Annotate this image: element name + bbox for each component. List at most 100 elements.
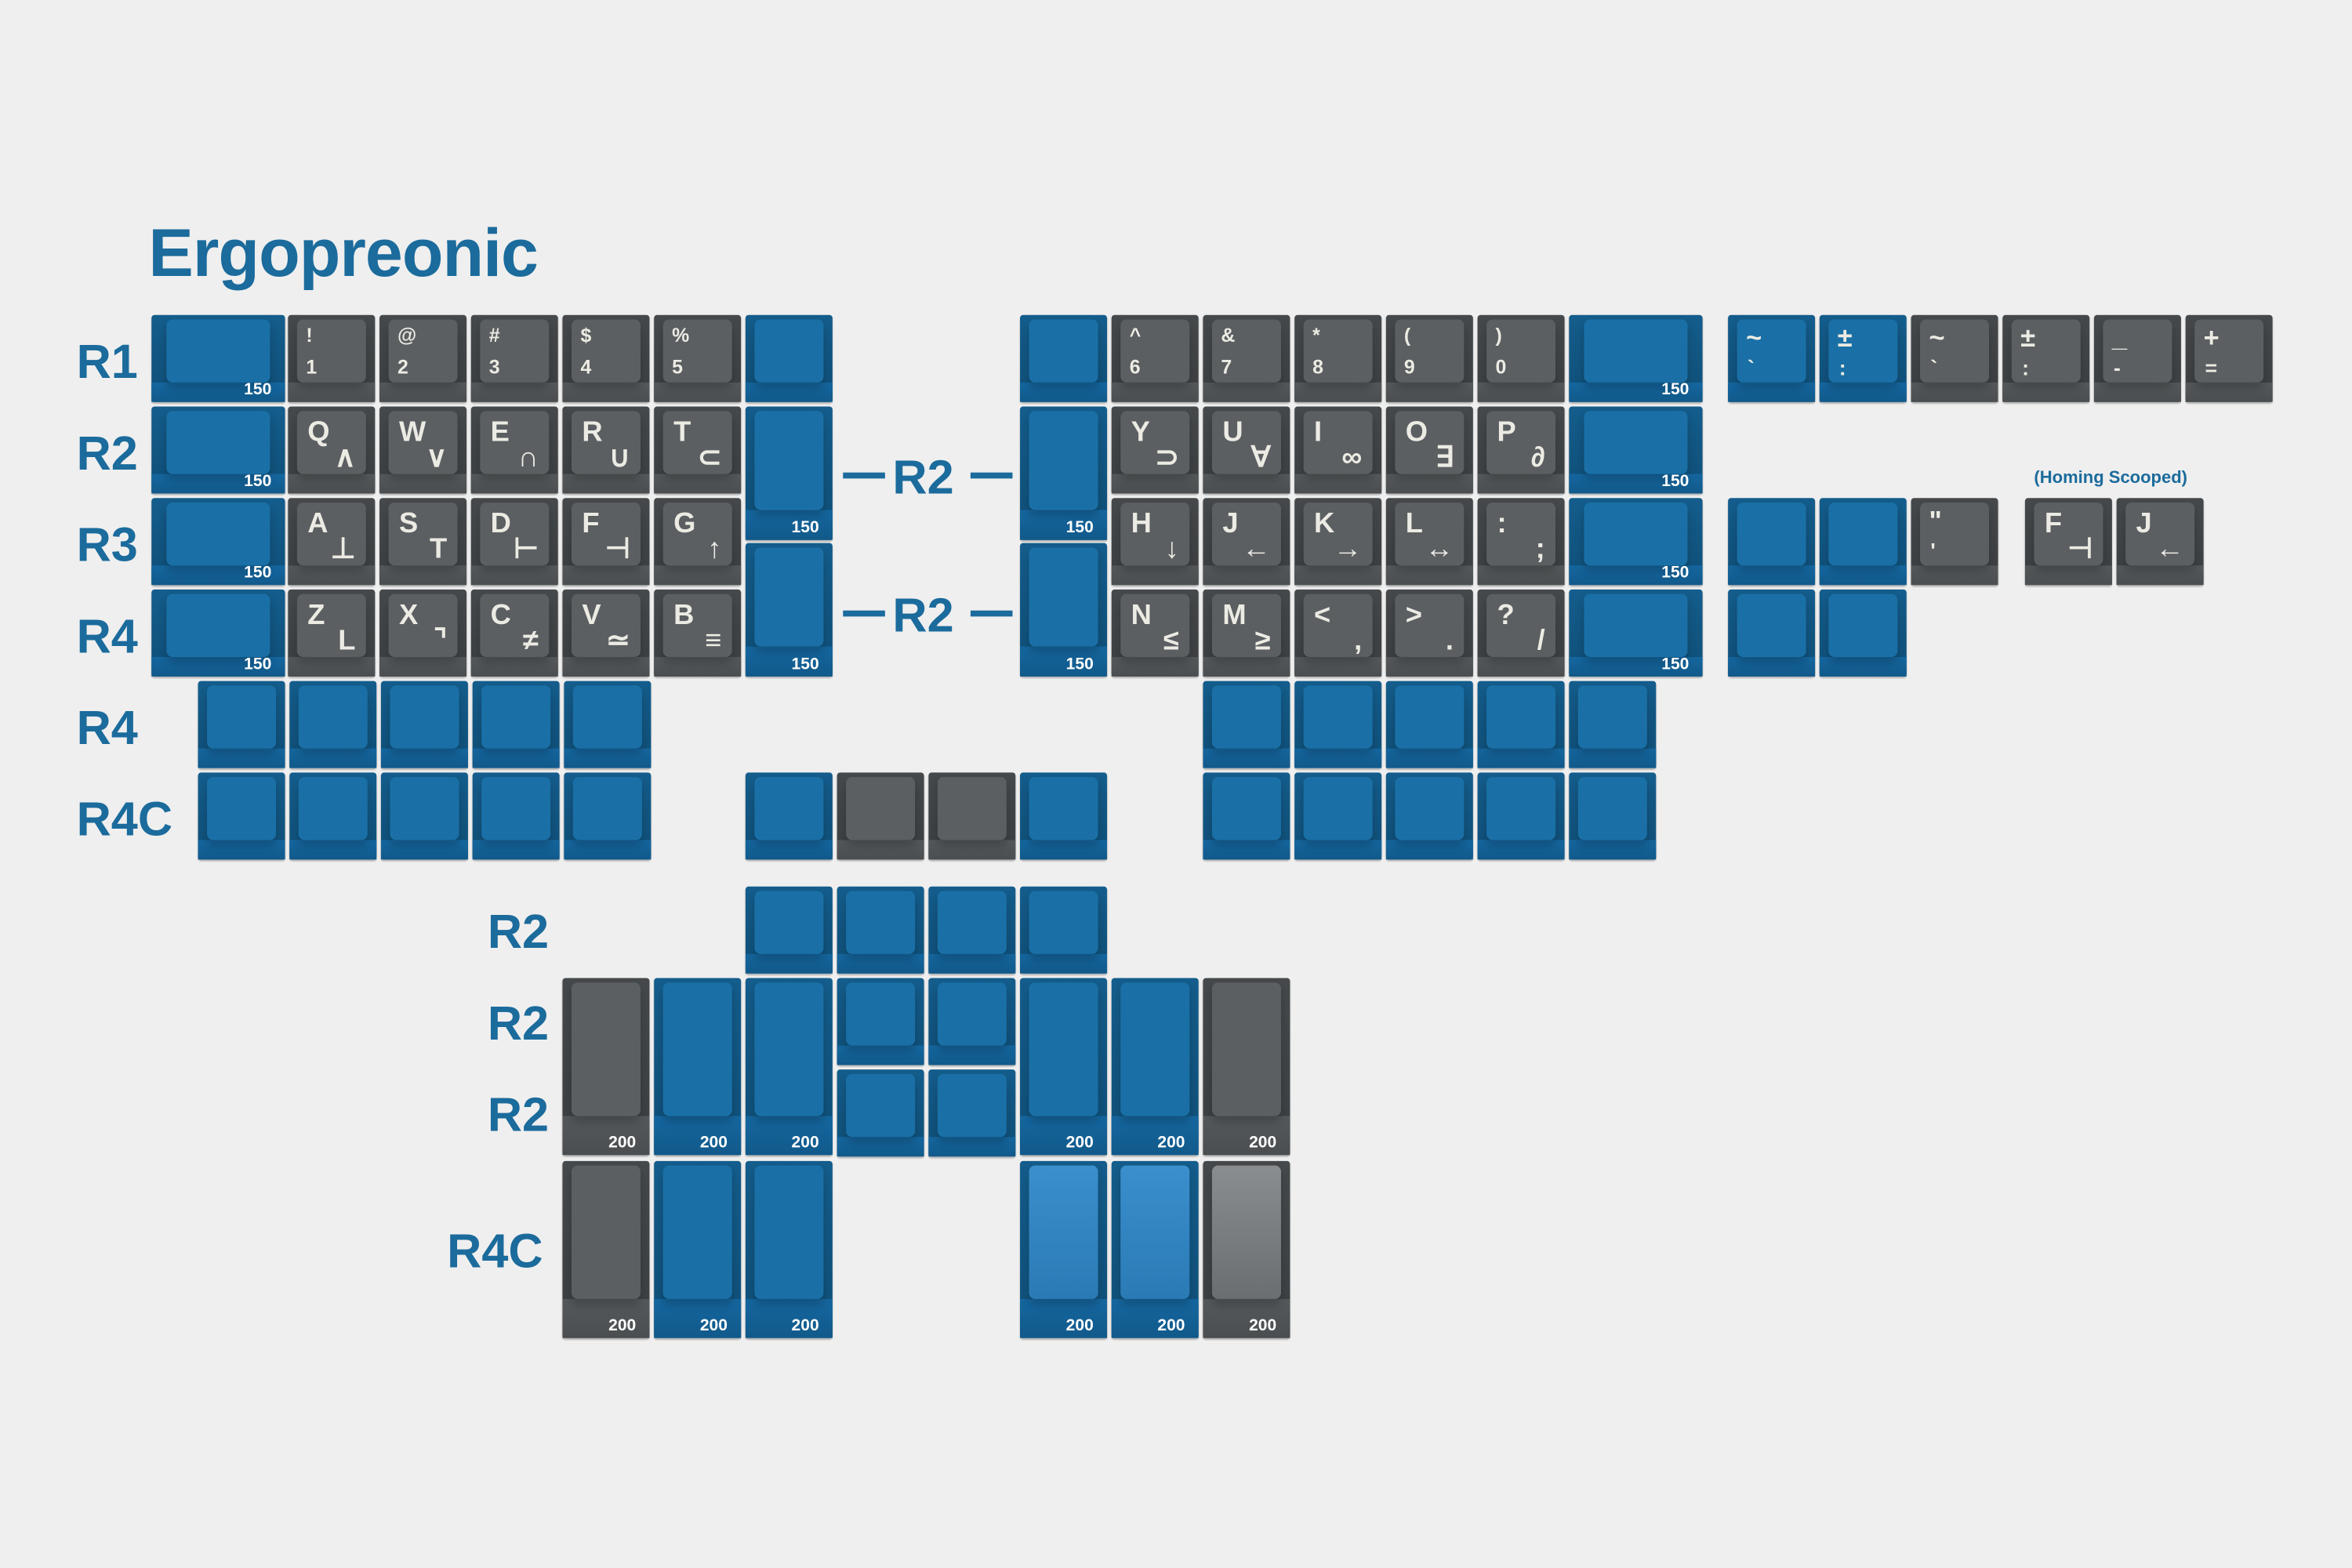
keycap-blank — [928, 978, 1016, 1065]
primary-legend: Z — [307, 600, 325, 632]
keycap-o: O∃ — [1385, 406, 1473, 494]
secondary-legend: ↓ — [1164, 534, 1179, 566]
keycap-blank — [1020, 772, 1108, 860]
primary-legend: U — [1222, 416, 1243, 449]
keycap-top-face — [1584, 319, 1688, 383]
keycap-k: K→ — [1294, 498, 1382, 586]
row-label-thumb-r2-a: R2 — [487, 904, 550, 959]
keycap-blank: 150 — [1020, 543, 1108, 677]
primary-legend: J — [1222, 508, 1239, 540]
row-label-r4c: R4C — [76, 792, 173, 847]
keycap-skirt — [151, 657, 285, 677]
keycap-skirt — [2185, 383, 2273, 402]
primary-legend: N — [1131, 600, 1152, 632]
keycap-skirt — [928, 954, 1016, 974]
secondary-legend: / — [1537, 625, 1545, 658]
keycap-w: W∨ — [379, 406, 467, 494]
keycap-f: F⊣ — [562, 498, 650, 586]
row-label-r2-center-top: R2 — [892, 449, 954, 504]
keycap-skirt — [1385, 474, 1473, 494]
primary-legend: D — [490, 508, 511, 540]
keycap-skirt — [470, 474, 558, 494]
keycap-skirt — [562, 1299, 650, 1338]
keycap-top-face — [165, 411, 270, 475]
keycap-skirt — [1728, 657, 1816, 677]
keycap-d: D⊢ — [470, 498, 558, 586]
secondary-legend: 1 — [306, 355, 318, 379]
secondary-legend: 6 — [1129, 355, 1141, 379]
keycap-top-face — [1304, 593, 1372, 658]
keycap-skirt — [379, 383, 467, 402]
keycap-skirt — [654, 1116, 742, 1156]
secondary-legend: → — [1333, 534, 1363, 566]
keycap-top-face — [1578, 685, 1647, 750]
keycap-blank: 200 — [562, 978, 650, 1156]
keycap-top-face — [1304, 411, 1372, 475]
keycap-skirt — [470, 383, 558, 402]
primary-legend: < — [1314, 600, 1331, 632]
keycap-skirt — [1203, 657, 1290, 677]
homing-scooped-note: (Homing Scooped) — [2034, 469, 2188, 488]
keycap-top-face — [1212, 982, 1281, 1116]
keycap-skirt — [1203, 383, 1290, 402]
keycap-blank — [1477, 772, 1565, 860]
keycap-skirt — [379, 657, 467, 677]
primary-legend: ~ — [1746, 322, 1762, 353]
keycap-blank — [928, 886, 1016, 974]
keycap-skirt — [745, 1116, 833, 1156]
keycap-top-face — [389, 411, 457, 475]
keycap-top-face — [1212, 1165, 1281, 1300]
keycap-h: H↓ — [1111, 498, 1199, 586]
keycap-skirt — [379, 565, 467, 586]
keycap-skirt — [1385, 383, 1473, 402]
keycap-top-face — [480, 502, 549, 566]
keycap-skirt — [745, 1299, 833, 1338]
keycap-top-face — [755, 891, 823, 955]
keycap-blank — [1385, 772, 1473, 860]
keycap-m: M≥ — [1203, 589, 1290, 677]
keycap-top-face — [1920, 502, 1989, 566]
keycap-blank — [837, 886, 924, 974]
keycap-top-face — [2034, 502, 2103, 566]
primary-legend: W — [398, 416, 426, 449]
keycap-skirt — [1294, 565, 1382, 586]
keycap-skirt — [472, 749, 560, 768]
keycap-top-face — [663, 593, 731, 658]
secondary-legend: ∨ — [426, 442, 448, 474]
keycap-top-face — [2125, 502, 2194, 566]
size-label: 150 — [1661, 380, 1690, 399]
keycap-top-face — [297, 319, 366, 383]
keycap-top-face — [1212, 685, 1281, 750]
keycap-top-face — [1029, 319, 1098, 383]
size-label: 200 — [791, 1134, 819, 1152]
keycap-skirt — [1203, 1299, 1290, 1338]
keycap-skirt — [1819, 565, 1907, 586]
keycap-top-face — [846, 777, 915, 840]
divider-dash — [970, 472, 1013, 479]
keycap-top-face — [663, 1165, 731, 1300]
keycap-top-face — [1737, 593, 1806, 658]
keycap-skirt — [288, 657, 376, 677]
keycap-top-face — [572, 319, 641, 383]
keycap-top-face — [1120, 1165, 1189, 1300]
keycap-top-face — [1029, 547, 1098, 648]
keycap-top-face — [755, 319, 823, 383]
keycap-top-face — [1029, 982, 1098, 1116]
primary-legend: Y — [1131, 416, 1150, 449]
keycap-skirt — [1020, 383, 1108, 402]
page-title: Ergopreonic — [148, 214, 539, 292]
keycap-symbol: _- — [2093, 314, 2181, 402]
row-label-r1: R1 — [76, 334, 138, 389]
keycap-blank: 200 — [1203, 978, 1290, 1156]
secondary-legend: T — [429, 534, 448, 566]
keycap-l: L↔ — [1385, 498, 1473, 586]
keycap-skirt — [1111, 1299, 1199, 1338]
keycap-blank: 200 — [1203, 1160, 1290, 1338]
keycap-top-face — [1486, 593, 1555, 658]
keycap-blank — [472, 681, 560, 768]
primary-legend: I — [1314, 416, 1323, 449]
keycap-blank — [837, 978, 924, 1065]
keycap-top-face — [1120, 982, 1189, 1116]
keycap-skirt — [1477, 565, 1565, 586]
primary-legend: $ — [580, 324, 592, 347]
